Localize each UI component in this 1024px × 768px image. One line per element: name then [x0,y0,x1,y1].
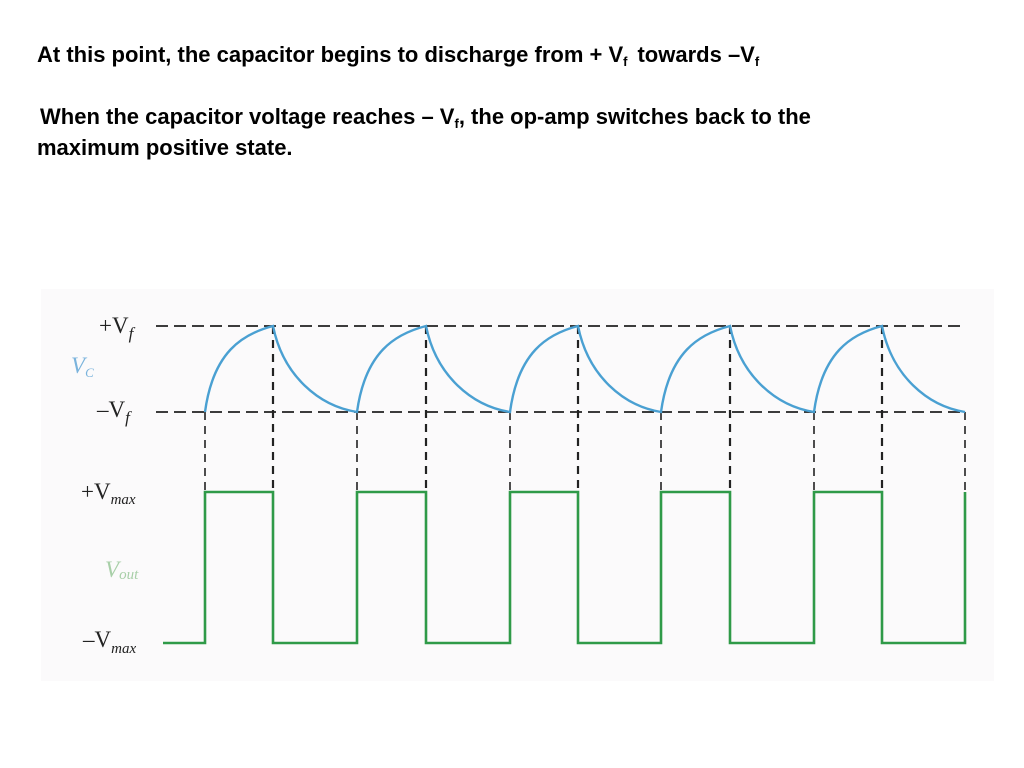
vout-label: Vout [105,557,139,583]
minus-vf-label-sub: f [125,408,132,427]
minus-vmax-label-sub: max [111,641,136,657]
minus-vmax-label-main: –V [82,627,112,652]
line2-subscript: f [454,116,459,131]
vc-label-main: V [71,353,88,378]
plus-vf-label-main: +V [99,313,129,338]
minus-vmax-label: –Vmax [82,627,136,657]
line2-text-before: When the capacitor voltage reaches – V [40,104,455,129]
vc-label-sub: C [85,365,94,380]
plus-vmax-label-main: +V [81,479,111,504]
line1-subscript-2: f [754,54,760,69]
line2-text-after: , the op-amp switches back to the [458,104,811,129]
waveform-diagram: +Vf VC –Vf +Vmax Vout –Vmax [71,313,967,657]
line1-text-before: At this point, the capacitor begins to d… [37,42,624,67]
plus-vf-label: +Vf [99,313,136,343]
explanation-line-1: At this point, the capacitor begins to d… [37,40,759,70]
waveform-figure: +Vf VC –Vf +Vmax Vout –Vmax [41,289,994,681]
output-square-wave [163,490,967,645]
capacitor-voltage-wave [203,324,966,414]
plus-vmax-label-sub: max [111,492,136,508]
vout-label-main: V [105,557,122,582]
reference-dashed-lines [156,325,965,413]
minus-vf-label: –Vf [96,397,132,427]
plus-vf-label-sub: f [129,324,136,343]
line1-subscript-1: f [623,54,628,69]
waveforms [163,324,967,645]
explanation-line-2: When the capacitor voltage reaches – Vf,… [40,102,811,132]
explanation-line-3: maximum positive state. [37,135,293,160]
vc-label: VC [71,353,94,380]
vout-label-sub: out [119,567,139,583]
minus-vf-label-main: –V [96,397,126,422]
plus-vmax-label: +Vmax [81,479,136,508]
line1-text-middle: towards –V [637,42,755,67]
